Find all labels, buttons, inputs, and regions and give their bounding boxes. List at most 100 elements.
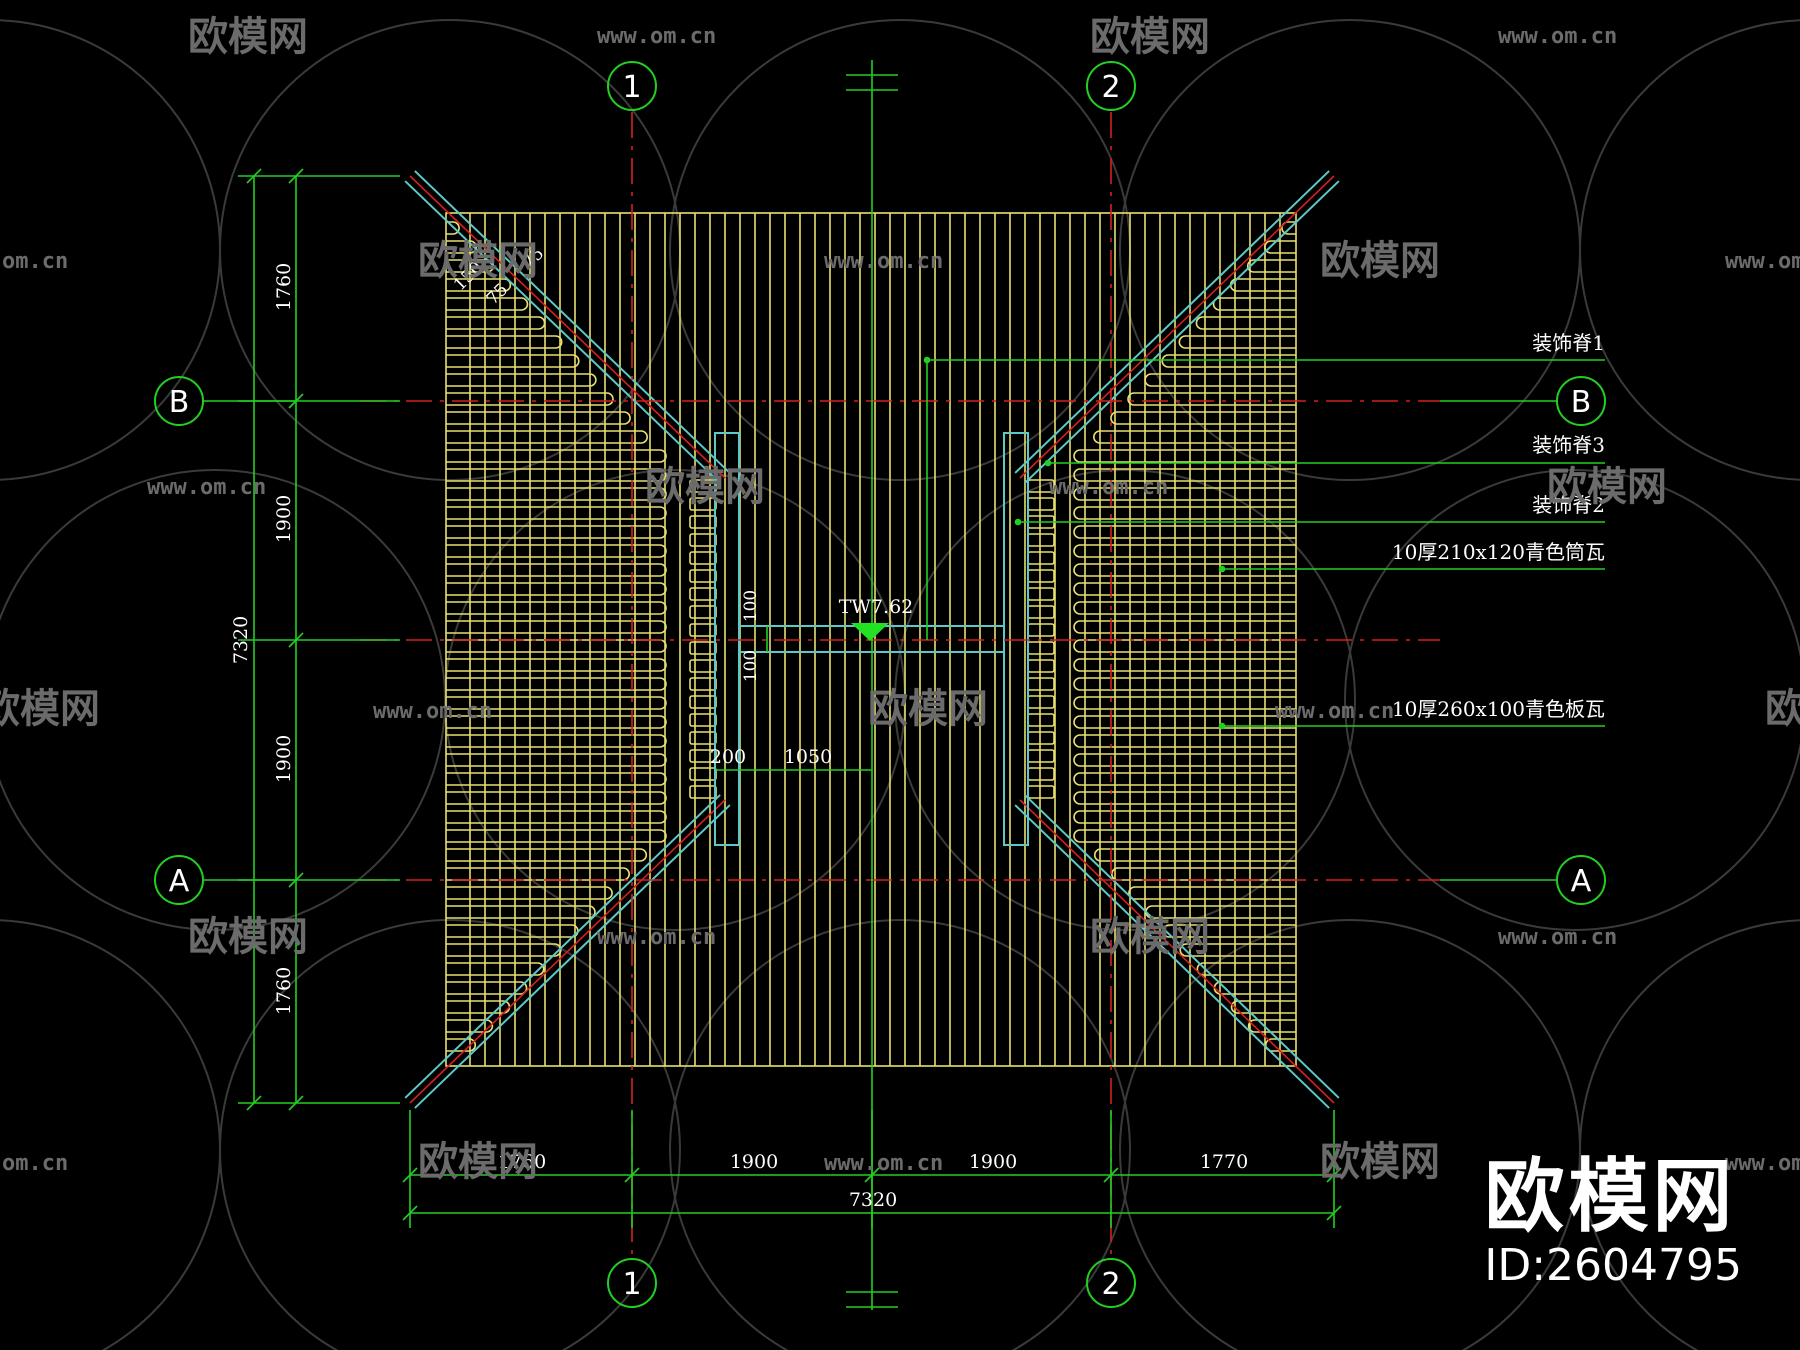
watermark-circle: [669, 919, 1131, 1350]
plate-tile-right: [1246, 259, 1296, 273]
callout-ridge-2: 装饰脊2: [1532, 493, 1605, 517]
ridge-tile-left: [689, 533, 717, 547]
hip-ridge-edge: [1014, 804, 1330, 1109]
watermark-url: www.om.cn: [824, 1151, 943, 1176]
ridge-tile-left: [689, 551, 717, 565]
watermark-url-cut: om.cn: [2, 1151, 68, 1176]
axis-label: B: [1571, 385, 1592, 420]
plate-tile-left: [446, 715, 667, 729]
plate-tile-right: [1093, 848, 1296, 862]
watermark-brand: 欧模网: [1765, 686, 1800, 732]
ridge-tile-left: [689, 785, 717, 799]
plate-tile-right: [1073, 601, 1296, 615]
elevation-marker: TW7.62: [839, 596, 914, 641]
dim-detail-200: 200: [710, 746, 746, 768]
plate-tile-left: [446, 639, 667, 653]
plate-tile-right: [1073, 487, 1296, 501]
dim-left-total: 7320: [230, 616, 252, 664]
hip-ridge-center: [1019, 799, 1335, 1104]
dimension-texts: 1760 1900 1900 1760 7320 1760 1900 1900 …: [230, 244, 1248, 1211]
callout-dot: [1044, 459, 1052, 467]
watermark-circle: [1579, 919, 1800, 1350]
ridge-tile-left: [689, 767, 717, 781]
plate-tile-left: [446, 848, 648, 862]
plate-tile-right: [1161, 354, 1296, 368]
axis-label: 2: [1101, 1267, 1120, 1302]
watermark-url: www.om.cn: [1725, 249, 1800, 274]
plate-tile-left: [446, 829, 667, 843]
plate-tile-right: [1264, 240, 1296, 254]
ridge-tile-right: [1027, 659, 1055, 673]
dim-tick: [246, 168, 262, 184]
plate-tile-right: [1093, 430, 1296, 444]
plate-tile-left: [446, 753, 667, 767]
plate-tile-left: [446, 981, 528, 995]
watermark-circle: [219, 919, 681, 1350]
plate-tile-right: [1212, 297, 1296, 311]
plate-tile-left: [446, 335, 563, 349]
dim-bottom-total: 7320: [849, 1189, 897, 1211]
watermark-url: www.om.cn: [1049, 475, 1168, 500]
hip-ridge-edge: [1024, 794, 1340, 1099]
axis-bubble-top-1: 1: [607, 61, 657, 111]
callout-tube-tile: 10厚210x120青色筒瓦: [1392, 540, 1605, 564]
watermark-url: www.om.cn: [373, 699, 492, 724]
ridge-tile-right: [1027, 749, 1055, 763]
dim-bottom-4: 1770: [1200, 1151, 1248, 1173]
plate-tile-right: [1128, 886, 1296, 900]
plate-tile-right: [1073, 449, 1296, 463]
dim-tick: [246, 1095, 262, 1111]
callout-ridge-3: 装饰脊3: [1532, 433, 1605, 457]
dim-left-2: 1900: [273, 495, 295, 543]
watermark-url: www.om.cn: [1498, 925, 1617, 950]
watermark-brand: 欧模网: [1090, 914, 1210, 960]
ridge-tile-left: [689, 515, 717, 529]
watermark-brand: 欧模网: [645, 464, 765, 510]
watermark-brand: 欧模网: [188, 14, 308, 60]
plate-tile-left: [446, 449, 667, 463]
plate-tile-right: [1162, 924, 1296, 938]
callout-dot: [1218, 722, 1226, 730]
callout-dot: [1218, 565, 1226, 573]
plate-tile-right: [1073, 525, 1296, 539]
plate-tile-left: [446, 658, 667, 672]
plate-tile-right: [1230, 1000, 1296, 1014]
plate-tile-right: [1073, 639, 1296, 653]
brand-name: 欧模网: [1484, 1150, 1737, 1243]
plate-tile-left: [446, 905, 596, 919]
hip-ridge-center: [1019, 175, 1335, 479]
axis-bubbles: 1 2 1 2 B A B A: [154, 61, 1606, 1308]
plate-tile-right: [1110, 411, 1296, 425]
axis-bubble-right-A: A: [1556, 855, 1606, 905]
hip-ridge-edge: [1024, 180, 1340, 484]
watermark-url: www.om.cn: [1498, 24, 1617, 49]
ridge-tile-right: [1027, 605, 1055, 619]
watermark-circle: [1579, 19, 1800, 481]
plate-tile-right: [1073, 734, 1296, 748]
watermark-brand: 欧模网: [418, 1139, 538, 1185]
watermark-circle: [0, 919, 221, 1350]
dim-tick: [1103, 1167, 1119, 1183]
dim-tick: [288, 1095, 304, 1111]
plate-tile-right: [1229, 278, 1296, 292]
dim-left-4: 1760: [273, 967, 295, 1015]
watermark-brand: 欧模网: [418, 238, 538, 284]
watermark-url: www.om.cn: [147, 475, 266, 500]
watermark-brand: 欧模网: [868, 686, 988, 732]
hip-ridge-center: [409, 175, 726, 479]
axis-label: 1: [622, 1267, 641, 1302]
plate-tile-left: [446, 791, 667, 805]
plate-tile-right: [1073, 468, 1296, 482]
ridge-tile-right: [1027, 551, 1055, 565]
dim-tick: [288, 632, 304, 648]
watermark-url: www.om.cn: [1275, 699, 1394, 724]
plate-tile-left: [446, 240, 477, 254]
ridge-tile-right: [1027, 533, 1055, 547]
plate-tile-right: [1196, 962, 1296, 976]
plate-tile-left: [446, 468, 667, 482]
watermark-url: www.om.cn: [597, 925, 716, 950]
axis-bubble-left-A: A: [154, 855, 204, 905]
dim-tick: [288, 168, 304, 184]
axis-label: 1: [622, 70, 641, 105]
elevation-label: TW7.62: [839, 596, 914, 618]
